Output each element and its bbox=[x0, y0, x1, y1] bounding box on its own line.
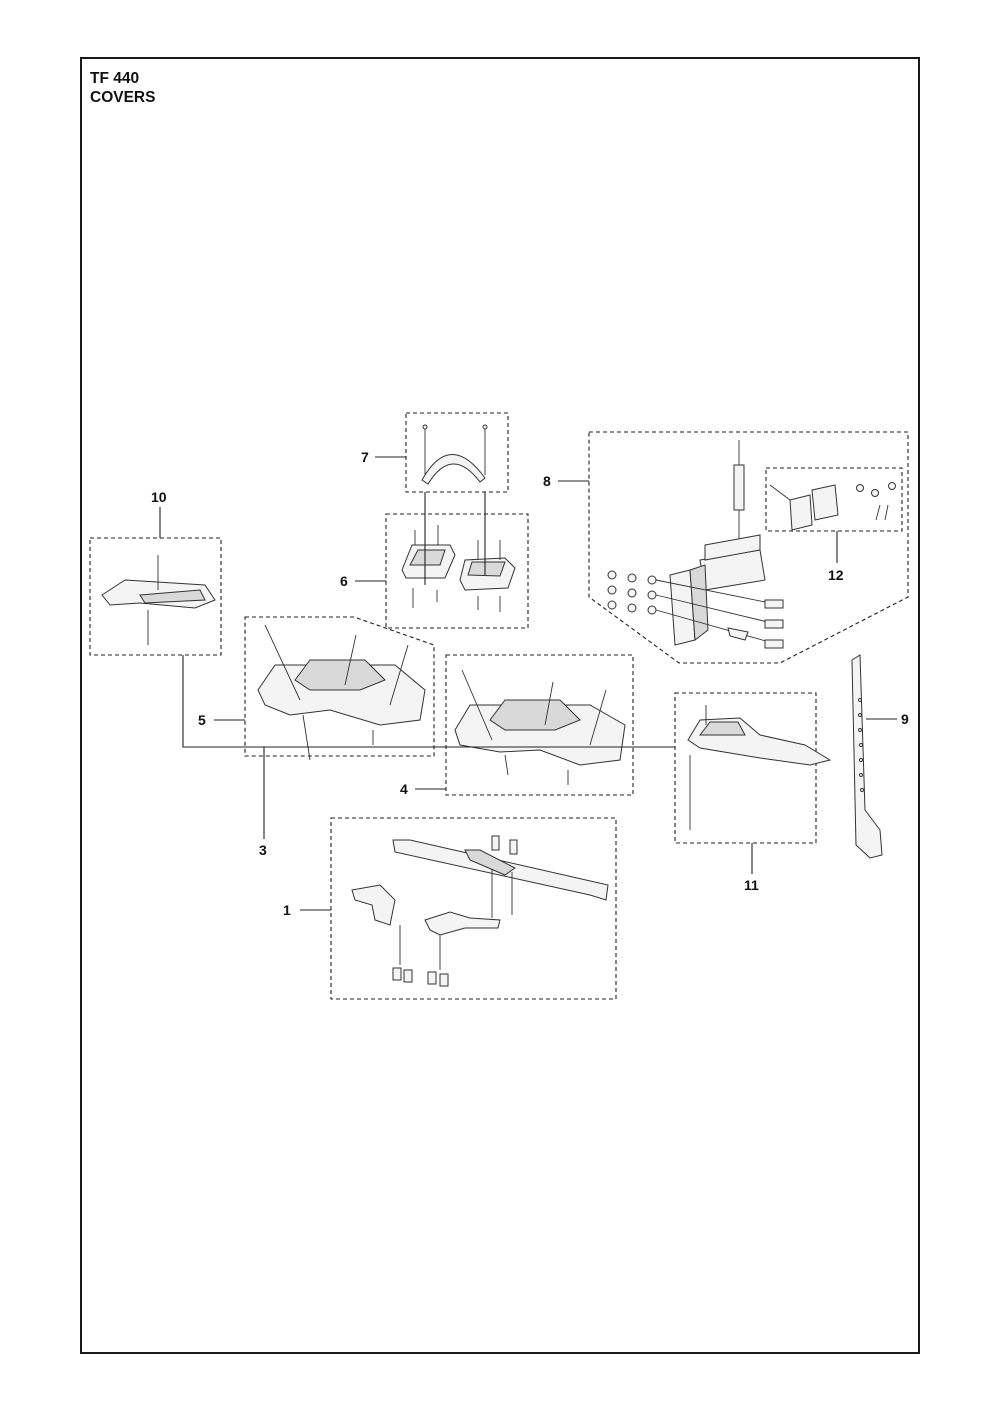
callout-4: 4 bbox=[400, 781, 408, 797]
group-11-front-cover: 11 bbox=[674, 692, 832, 893]
callout-3: 3 bbox=[259, 842, 267, 858]
callout-6: 6 bbox=[340, 573, 348, 589]
section-name: COVERS bbox=[90, 89, 156, 106]
group-12-hinge: 12 bbox=[765, 467, 903, 583]
group-1-mounting-brackets: 1 bbox=[283, 817, 617, 1000]
part-9-strip: 9 bbox=[851, 654, 909, 859]
callout-1: 1 bbox=[283, 902, 291, 918]
group-6-side-covers: 6 bbox=[340, 492, 529, 629]
group-8-bracket-assembly: 8 bbox=[543, 431, 909, 664]
page-title: TF 440 COVERS bbox=[90, 69, 155, 107]
callout-11: 11 bbox=[744, 877, 759, 893]
callout-12: 12 bbox=[828, 567, 844, 583]
group-4-cover: 4 bbox=[400, 654, 634, 797]
group-10-rear-cover: 10 bbox=[89, 489, 222, 656]
page-frame bbox=[80, 57, 920, 1354]
callout-9: 9 bbox=[901, 711, 909, 727]
group-3-connector: 3 bbox=[182, 655, 675, 858]
group-5-cover: 5 bbox=[198, 616, 435, 761]
callout-7: 7 bbox=[361, 449, 369, 465]
callout-8: 8 bbox=[543, 473, 551, 489]
group-7-arch-cover: 7 bbox=[361, 412, 509, 493]
callout-5: 5 bbox=[198, 712, 206, 728]
model-name: TF 440 bbox=[90, 70, 140, 87]
callout-10: 10 bbox=[151, 489, 167, 505]
